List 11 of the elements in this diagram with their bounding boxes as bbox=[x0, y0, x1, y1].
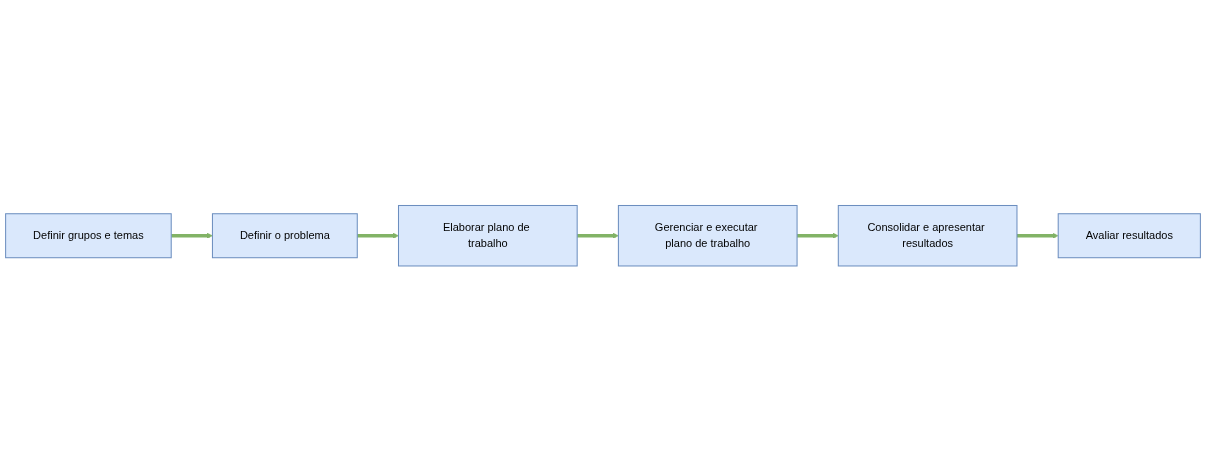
node-box: Definir grupos e temas bbox=[5, 213, 172, 258]
node-box: Avaliar resultados bbox=[1057, 213, 1201, 258]
node-box: Consolidar e apresentar resultados bbox=[837, 204, 1018, 267]
arrow bbox=[797, 232, 839, 239]
node-box: Elaborar plano de trabalho bbox=[397, 204, 578, 267]
arrow bbox=[577, 232, 619, 239]
arrow bbox=[1016, 232, 1059, 239]
node-box: Definir o problema bbox=[211, 213, 358, 258]
node-box: Gerenciar e executar plano de trabalho bbox=[617, 204, 798, 267]
arrow bbox=[357, 232, 399, 239]
arrow bbox=[171, 232, 213, 239]
